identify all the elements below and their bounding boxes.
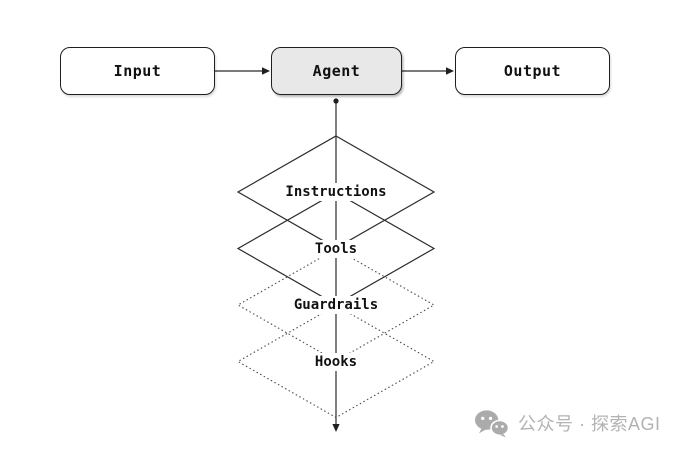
watermark: 公众号 · 探索AGI	[474, 408, 661, 438]
node-input-label: Input	[113, 62, 162, 80]
layer-label-tools: Tools	[307, 239, 365, 258]
node-agent-label: Agent	[312, 62, 361, 80]
arrow-agent-to-output	[402, 67, 454, 75]
node-output-label: Output	[503, 62, 562, 80]
layer-label-hooks: Hooks	[307, 352, 365, 371]
flow-node-output: Output	[455, 47, 610, 95]
flow-node-agent: Agent	[271, 47, 402, 95]
layer-diamond-hooks	[236, 304, 436, 419]
spine-down-arrowhead	[332, 424, 340, 432]
watermark-text: 公众号 · 探索AGI	[518, 414, 661, 434]
flow-node-input: Input	[60, 47, 215, 95]
layer-label-instructions: Instructions	[278, 183, 394, 201]
agent-layers-spine	[332, 98, 340, 432]
wechat-icon	[474, 410, 509, 438]
arrow-input-to-agent	[215, 67, 270, 75]
spine-dot	[333, 98, 339, 104]
layer-label-guardrails: Guardrails	[286, 296, 386, 314]
